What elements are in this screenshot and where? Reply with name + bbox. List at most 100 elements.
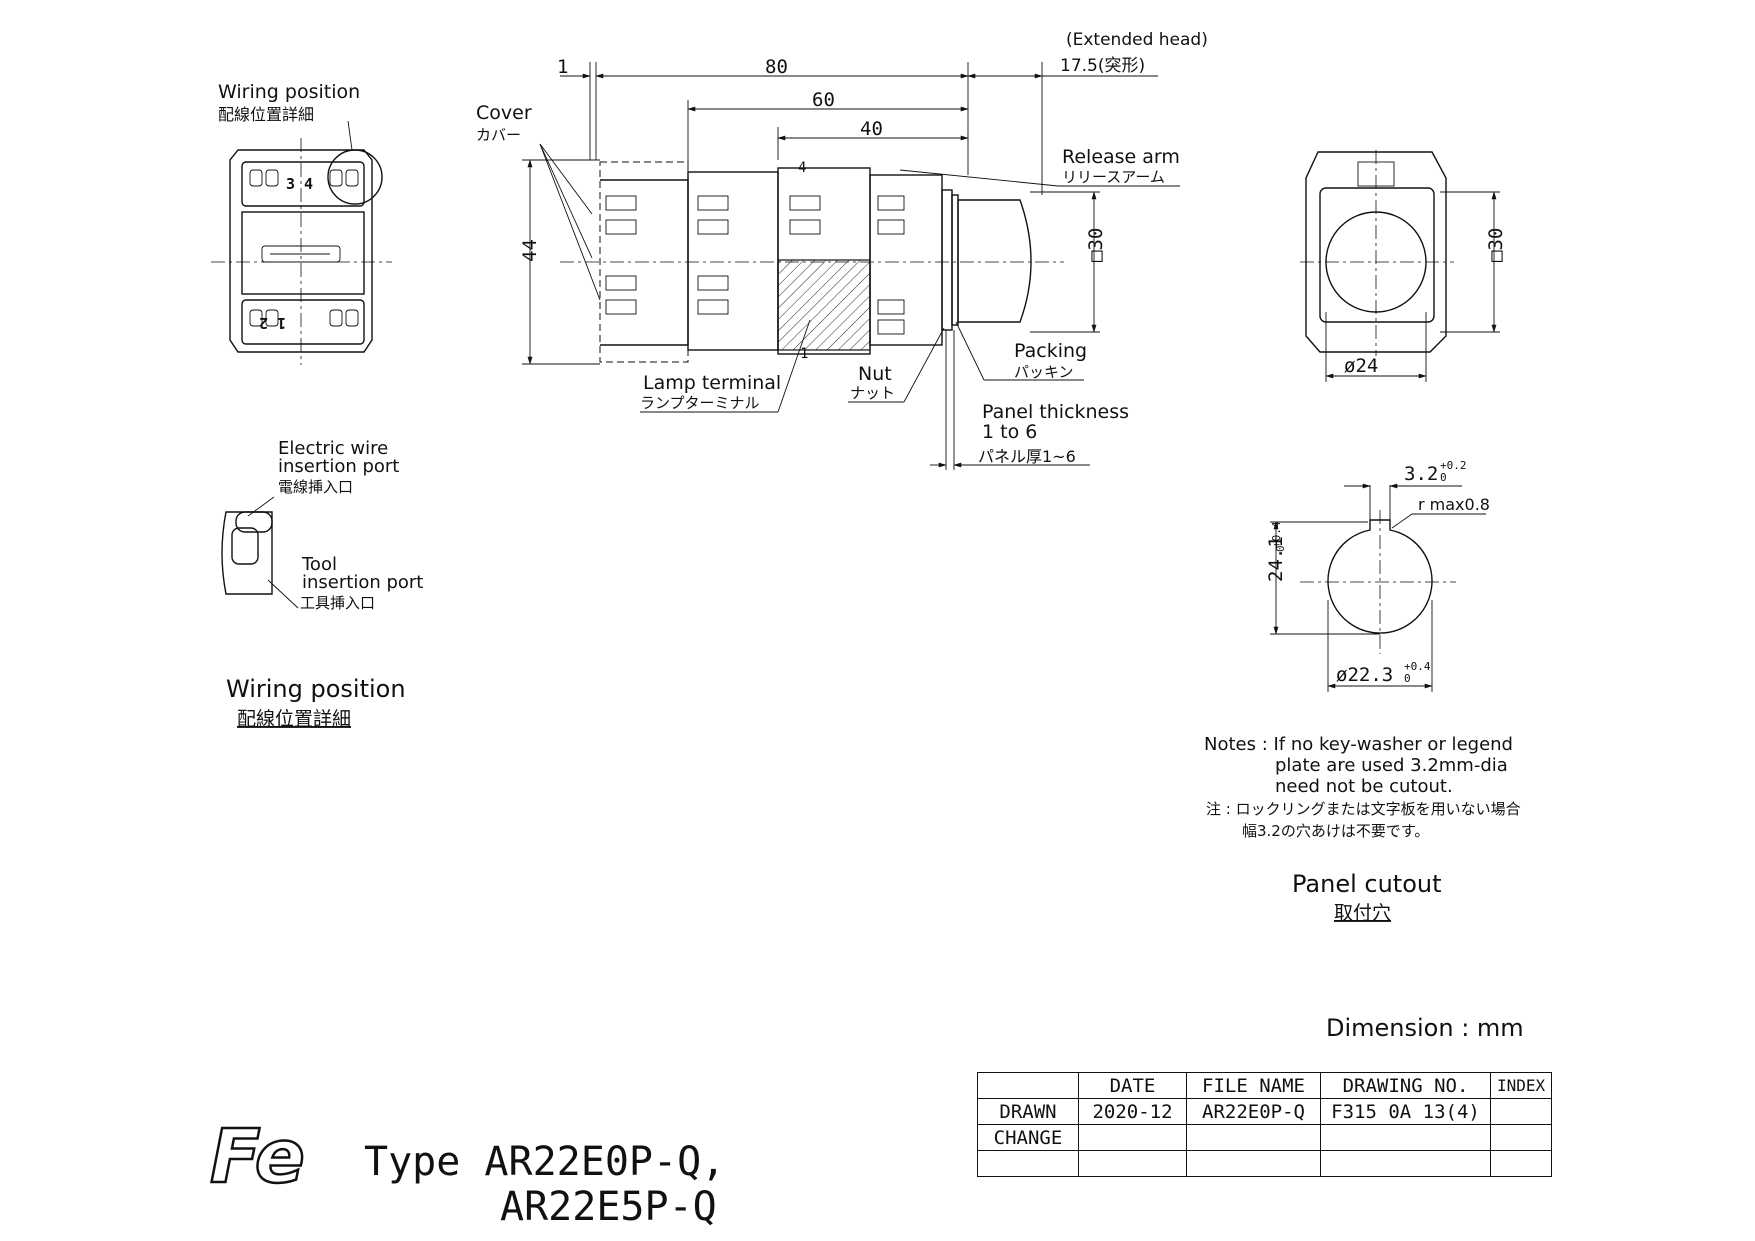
front-square [1319, 187, 1435, 323]
cell: DRAWN [977, 1098, 1079, 1125]
wire-port-label-jp: 電線挿入口 [278, 478, 353, 496]
type-line-1: Type AR22E0P-Q, [364, 1139, 725, 1185]
side-terminal-1: 1 [800, 346, 808, 362]
release-arm-label-jp: リリースアーム [1062, 168, 1165, 186]
dim-40: 40 [860, 118, 883, 140]
header-cell: FILE NAME [1186, 1072, 1321, 1099]
dim-slot-tol-lower: 0 [1440, 471, 1447, 484]
packing-label-jp: パッキン [1014, 363, 1074, 381]
terminal-slots [605, 195, 905, 335]
push-button-head [957, 199, 1032, 323]
extended-head-label: (Extended head) [1066, 30, 1208, 50]
dim-30-side: □30 [1085, 228, 1107, 262]
panel-cutout-view: 3.2 +0.2 0 r max0.8 24.1 +0.4 0 ø22.3 +0… [1265, 459, 1490, 692]
cell [1320, 1150, 1491, 1177]
wire-port-label-en1: Electric wire [278, 438, 388, 459]
dim-slot-width: 3.2 [1404, 463, 1438, 485]
dim-24-1-tol: +0.4 [1270, 521, 1283, 548]
title-block: DATE FILE NAME DRAWING NO. INDEX DRAWN 2… [977, 1072, 1553, 1177]
cell [1078, 1150, 1187, 1177]
dim-80: 80 [765, 56, 788, 78]
cover-label-jp: カバー [476, 126, 521, 144]
title-block-row: DRAWN 2020-12 AR22E0P-Q F315 0A 13(4) [977, 1098, 1553, 1125]
tool-port-label-en2: insertion port [302, 572, 423, 593]
dim-22-3-tol0: 0 [1404, 672, 1411, 685]
cell [1186, 1150, 1321, 1177]
cell: CHANGE [977, 1124, 1079, 1151]
cell [1489, 1124, 1553, 1151]
lamp-terminal-label-jp: ランプターミナル [640, 394, 760, 412]
wire-port-label-en2: insertion port [278, 456, 399, 477]
cell [977, 1150, 1079, 1177]
cover-module [600, 179, 689, 346]
lower-terminal-block [241, 299, 365, 345]
front-bezel [1305, 151, 1447, 353]
wire-port-detail: Electric wire insertion port 電線挿入口 Tool … [221, 438, 423, 612]
dim-22-3-tol: +0.4 [1404, 660, 1431, 673]
dim-rmax: r max0.8 [1418, 495, 1490, 514]
note-en-2: plate are used 3.2mm-dia [1275, 755, 1508, 776]
cell [1320, 1124, 1491, 1151]
terminal-label-12: 1 2 [259, 314, 286, 332]
title-block-row: CHANGE [977, 1124, 1553, 1151]
wiring-title-jp: 配線位置詳細 [237, 708, 351, 730]
wiring-title-en: Wiring position [226, 675, 406, 703]
packing-label-en: Packing [1014, 340, 1087, 362]
dim-22-3: ø22.3 [1336, 664, 1393, 686]
wiring-leader [347, 120, 353, 151]
header-cell: DRAWING NO. [1320, 1072, 1491, 1099]
note-jp-2: 幅3.2の穴あけは不要です。 [1242, 822, 1429, 840]
cell: F315 0A 13(4) [1320, 1098, 1491, 1125]
front-view: □30 ø24 [1300, 150, 1507, 382]
dim-30-front: □30 [1485, 228, 1507, 262]
cutout-title-en: Panel cutout [1292, 870, 1442, 898]
dim-17-5: 17.5(突形) [1060, 56, 1145, 76]
cell [1078, 1124, 1187, 1151]
wiring-body-outline [229, 149, 373, 353]
release-arm-label-en: Release arm [1062, 146, 1180, 168]
type-line-2: AR22E5P-Q [500, 1184, 717, 1230]
header-cell: INDEX [1489, 1072, 1553, 1099]
note-en-1: Notes : If no key-washer or legend [1204, 734, 1513, 755]
dim-1: 1 [557, 56, 568, 78]
cell [1186, 1124, 1321, 1151]
operator-body [869, 174, 943, 346]
side-terminal-4: 4 [798, 160, 806, 176]
wiring-position-view: Wiring position 配線位置詳細 3 4 1 2 [211, 81, 392, 365]
lamp-terminal-hatch [777, 259, 871, 351]
header-cell [977, 1072, 1079, 1099]
nut-label-en: Nut [858, 363, 892, 385]
dim-44: 44 [519, 239, 541, 262]
title-block-row [977, 1150, 1553, 1177]
cell [1489, 1098, 1553, 1125]
title-block-header: DATE FILE NAME DRAWING NO. INDEX [977, 1072, 1553, 1099]
nut-label-jp: ナット [850, 384, 895, 402]
cutout-title-jp: 取付穴 [1334, 902, 1391, 924]
upper-terminal-holes [249, 169, 359, 327]
cell: AR22E0P-Q [1186, 1098, 1321, 1125]
terminal-label-34: 3 4 [286, 175, 313, 193]
fe-logo: Fe [210, 1114, 305, 1200]
wiring-label-jp: 配線位置詳細 [218, 105, 314, 124]
cover-label-en: Cover [476, 102, 532, 124]
contact-block-1 [687, 171, 779, 351]
dimension-unit: Dimension : mm [1326, 1014, 1524, 1042]
nut [941, 189, 953, 331]
dim-slot-tol-upper: +0.2 [1440, 459, 1467, 472]
cutout-outline [1327, 519, 1433, 634]
note-en-3: need not be cutout. [1275, 776, 1453, 797]
wire-insertion-port [231, 527, 259, 565]
notes: Notes : If no key-washer or legend plate… [1204, 734, 1521, 840]
packing [951, 194, 959, 326]
port-body [221, 511, 273, 595]
side-view: 1 80 60 40 (Extended head) 17.5(突形) 44 [476, 30, 1208, 470]
cell [1489, 1150, 1553, 1177]
panel-thickness-label-en1: Panel thickness [982, 401, 1129, 423]
cell: 2020-12 [1078, 1098, 1187, 1125]
upper-terminal-block [241, 161, 365, 207]
dim-60: 60 [812, 89, 835, 111]
dim-24: ø24 [1344, 355, 1378, 377]
dim-24-1-tol0: 0 [1274, 545, 1287, 552]
panel-thickness-label-jp: パネル厚1~6 [978, 447, 1076, 466]
